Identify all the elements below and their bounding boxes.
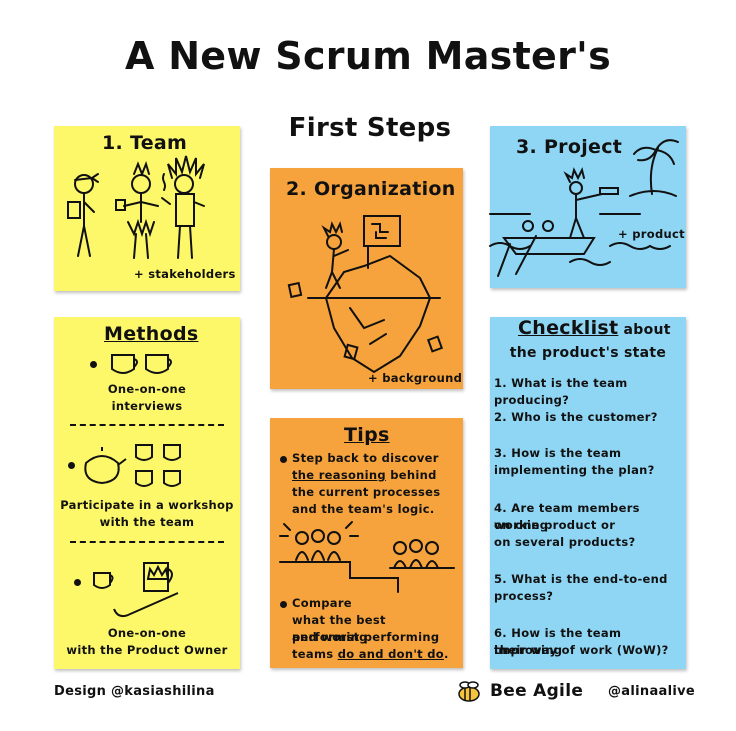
method-1-bullet <box>90 361 97 368</box>
tips-heading: Tips <box>344 424 390 446</box>
checklist-item-6-line1: 6. How is the team improving <box>494 626 622 657</box>
method-2-line1: Participate in a workshop <box>60 498 234 512</box>
checklist-heading-rest: about <box>618 322 671 338</box>
divider <box>70 541 224 543</box>
checklist-heading: Checklist about <box>518 317 671 339</box>
checklist-item-3-line2: implementing the plan? <box>494 463 655 477</box>
tip-2-line3: and worst performing <box>292 630 440 644</box>
project-product-note: + product <box>618 227 685 241</box>
checklist-item-3-line1: 3. How is the team <box>494 446 622 460</box>
tip-1-line2: the reasoning behind <box>292 467 437 484</box>
tip-1-line3: the current processes <box>292 485 441 499</box>
bee-icon <box>458 681 480 702</box>
page-subtitle: First Steps <box>288 113 452 143</box>
method-3-bullet <box>74 579 81 586</box>
checklist-item-6-line2: their way of work (WoW)? <box>494 643 669 657</box>
checklist-item-1: 1. What is the team producing? <box>494 376 628 407</box>
tip-2-line4: teams do and don't do. <box>292 646 449 663</box>
design-credit: Design @kasiashilina <box>54 684 215 699</box>
team-note: 1. Team + stakeholders <box>54 126 240 291</box>
project-heading: 3. Project <box>516 136 623 158</box>
organization-background-note: + background <box>368 371 463 385</box>
method-2-bullet <box>68 462 75 469</box>
cup-crown-mug-icon <box>93 562 179 618</box>
iceberg-illustration <box>287 215 444 374</box>
tip-1-line2-rest: behind <box>385 468 437 482</box>
teams-stairs-illustration <box>279 521 455 593</box>
tip-2-line4-end: . <box>444 647 449 661</box>
checklist-item-4-line2: on one product or <box>494 518 616 532</box>
tip-1-bullet <box>280 456 287 463</box>
checklist-note: Checklist about the product's state 1. W… <box>490 317 686 669</box>
tip-1-highlight: the reasoning <box>292 468 386 482</box>
team-heading: 1. Team <box>102 132 188 154</box>
checklist-item-4-line1: 4. Are team members working <box>494 501 640 532</box>
tips-note: Tips Step back to discover the reasoning… <box>270 418 463 668</box>
tip-2-line2: what the best performing <box>292 613 386 644</box>
method-3-line2: with the Product Owner <box>66 643 228 657</box>
method-3-line1: One-on-one <box>107 626 187 640</box>
tip-2-line1: Compare <box>292 596 352 610</box>
page-title: A New Scrum Master's <box>124 34 612 78</box>
checklist-heading-main: Checklist <box>518 317 619 339</box>
tip-2-line4-start: teams <box>292 647 338 661</box>
checklist-item-4-line3: on several products? <box>494 535 636 549</box>
brand-name: Bee Agile <box>490 681 584 701</box>
divider <box>70 424 224 426</box>
methods-heading: Methods <box>104 323 199 345</box>
boat-island-illustration <box>489 139 679 277</box>
method-1-line1: One-on-one <box>107 382 187 396</box>
checklist-item-5-line1: 5. What is the end-to-end <box>494 572 668 586</box>
organization-note: 2. Organization + background <box>270 168 463 389</box>
team-people-illustration <box>67 155 205 259</box>
checklist-heading-line2: the product's state <box>509 345 667 361</box>
tip-2-bullet <box>280 601 287 608</box>
method-2-line2: with the team <box>99 515 195 529</box>
checklist-item-2: 2. Who is the customer? <box>494 410 658 424</box>
teapot-cups-icon <box>84 444 181 487</box>
tip-1-line4: and the team's logic. <box>292 502 435 516</box>
two-cups-icon <box>111 354 172 374</box>
method-1-line2: interviews <box>111 399 183 413</box>
tip-2-highlight: do and don't do <box>337 647 444 661</box>
organization-heading: 2. Organization <box>286 178 456 200</box>
checklist-item-5-line2: process? <box>494 589 554 603</box>
project-note: 3. Project + product <box>489 126 686 288</box>
methods-note: Methods One-on-one interviews Participat… <box>54 317 240 669</box>
author-handle: @alinaalive <box>608 684 695 699</box>
team-stakeholders-note: + stakeholders <box>134 267 236 281</box>
tip-1-line1: Step back to discover <box>292 451 439 465</box>
